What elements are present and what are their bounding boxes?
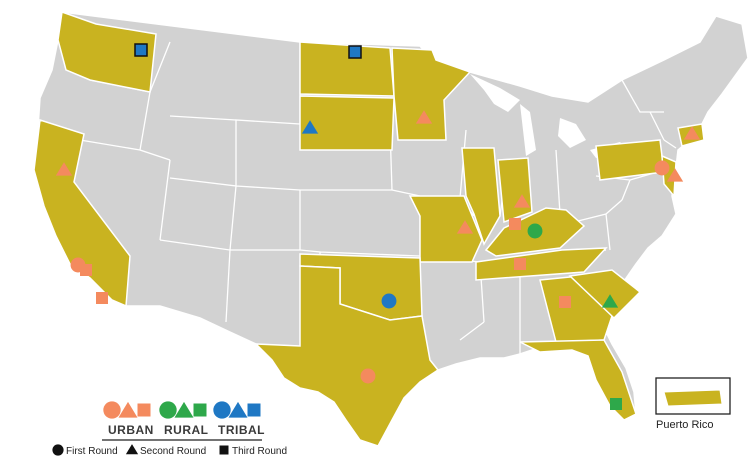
marker-urban-triangle (683, 126, 701, 140)
marker-tribal-square (348, 45, 362, 59)
marker-urban-square (96, 292, 108, 304)
marker-urban-square (509, 218, 521, 230)
inset-label: Puerto Rico (656, 419, 713, 431)
marker-urban-square (514, 258, 526, 270)
marker-rural-square (610, 398, 622, 410)
legend-rural-label: RURAL (164, 423, 209, 437)
state-south-dakota (299, 95, 395, 151)
state-minnesota (391, 47, 472, 141)
marker-urban-circle (360, 368, 376, 384)
state-north-dakota (299, 41, 395, 97)
legend-tribal-triangle-icon (228, 401, 248, 418)
legend-tribal-square-icon (247, 403, 261, 417)
state-california (33, 119, 131, 308)
legend-tribal-circle-icon (213, 401, 231, 419)
legend-round-second-icon (125, 444, 139, 455)
state-south-carolina (568, 269, 642, 320)
legend: URBAN RURAL TRIBAL First Round Second Round… (52, 401, 287, 457)
state-indiana (497, 157, 533, 224)
puerto-rico-inset: Puerto Rico (655, 377, 731, 431)
legend-rural-triangle-icon (174, 401, 194, 418)
state-pennsylvania (595, 139, 665, 181)
marker-urban-triangle (55, 162, 73, 176)
marker-tribal-triangle (301, 120, 319, 134)
marker-rural-circle (527, 223, 543, 239)
great-lakes (470, 74, 626, 158)
legend-urban-square-icon (137, 403, 151, 417)
legend-urban-triangle-icon (118, 401, 138, 418)
highlighted-states (33, 10, 705, 447)
legend-round-third-icon (219, 445, 229, 455)
legend-round-third-label: Third Round (232, 446, 287, 457)
marker-urban-square (80, 264, 92, 276)
legend-rural-square-icon (193, 403, 207, 417)
marker-urban-triangle (666, 168, 684, 182)
legend-urban-circle-icon (103, 401, 121, 419)
marker-tribal-circle (381, 293, 397, 309)
state-missouri (408, 195, 483, 263)
marker-urban-triangle (456, 220, 474, 234)
legend-urban-label: URBAN (108, 423, 154, 437)
marker-layer (55, 43, 722, 410)
state-puerto-rico (663, 389, 723, 407)
legend-tribal-label: TRIBAL (218, 423, 265, 437)
marker-urban-triangle (415, 110, 433, 124)
legend-round-second-label: Second Round (140, 446, 206, 457)
marker-tribal-square (134, 43, 148, 57)
state-texas (254, 265, 440, 447)
marker-rural-triangle (601, 294, 619, 308)
marker-urban-circle (654, 160, 670, 176)
legend-round-first-icon (52, 444, 64, 456)
state-illinois (461, 147, 501, 246)
marker-urban-triangle (513, 194, 531, 208)
legend-round-first-label: First Round (66, 446, 118, 457)
state-tennessee (475, 247, 608, 281)
legend-rural-circle-icon (159, 401, 177, 419)
marker-urban-square (559, 296, 571, 308)
state-washington (57, 10, 157, 93)
